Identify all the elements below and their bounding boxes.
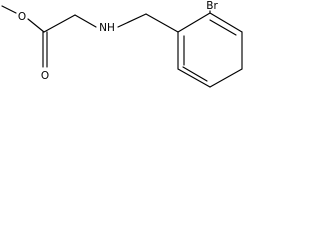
ring-inner-bond (209, 19, 237, 36)
bond-oxygen-carbonyl (27, 18, 45, 33)
bond-methyl-oxygen (1, 5, 17, 14)
bond-amine-benzyl (117, 13, 147, 28)
bond-benzyl-ring (145, 13, 179, 33)
atom-label-bromine: Br (206, 0, 218, 12)
atom-label-methoxy-oxygen: O (18, 11, 26, 23)
bond-alpha-amine (74, 14, 97, 28)
atom-label-carbonyl-oxygen: O (41, 70, 49, 82)
ring-bond (177, 12, 211, 33)
molecule-structure: O O NH Br (1, 0, 243, 88)
benzene-ring (177, 10, 243, 88)
atom-label-amine: NH (99, 22, 115, 34)
bond-carbonyl-alpha (43, 14, 76, 33)
ring-bond (177, 68, 211, 88)
bond-lines (1, 5, 179, 68)
ring-inner-bond (182, 66, 208, 82)
ring-bond (209, 68, 243, 88)
ring-bond (209, 12, 243, 33)
atom-labels: O O NH Br (18, 0, 219, 82)
